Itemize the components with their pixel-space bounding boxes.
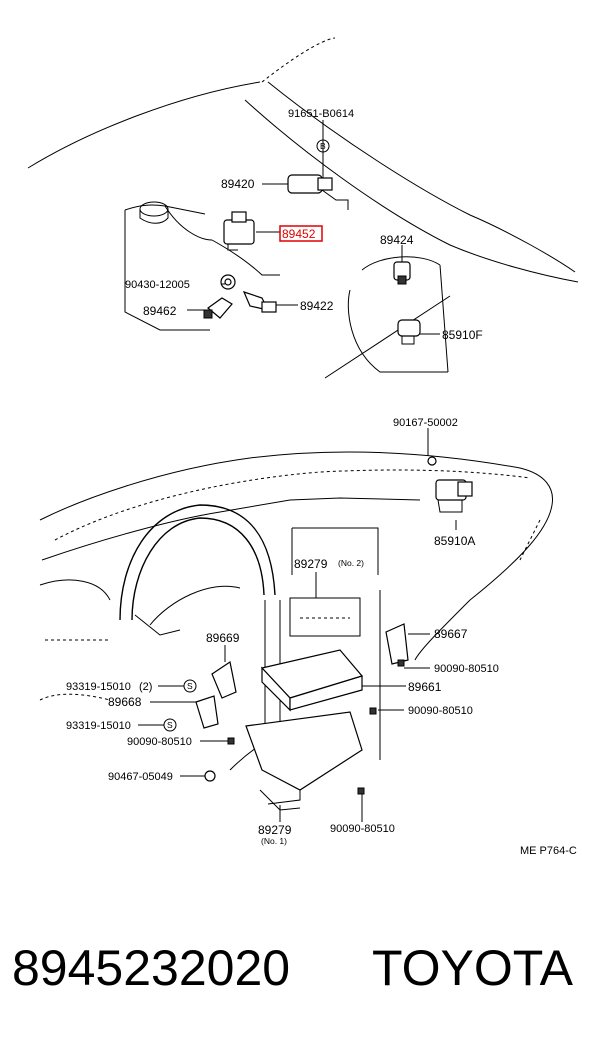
label-89424: 89424 xyxy=(380,233,414,247)
label-85910a: 85910A xyxy=(434,534,475,548)
s-marker-b: S xyxy=(167,720,173,730)
label-91651-b0614: 91651-B0614 xyxy=(288,108,354,120)
s-marker-a: S xyxy=(187,681,193,691)
label-89422: 89422 xyxy=(300,299,334,313)
label-89420: 89420 xyxy=(221,177,255,191)
label-90090-80510-b: 90090-80510 xyxy=(408,705,473,717)
highlight-box xyxy=(279,225,323,242)
label-89667: 89667 xyxy=(434,627,468,641)
footer-part-number: 8945232020 xyxy=(12,940,291,996)
footer: 8945232020 TOYOTA xyxy=(0,936,600,1006)
b-marker: B xyxy=(320,141,326,151)
label-89279-no1: 89279 xyxy=(258,823,292,837)
label-90090-80510-a: 90090-80510 xyxy=(434,663,499,675)
label-89462: 89462 xyxy=(143,304,177,318)
part-labels: 91651-B0614 B 89420 89452 89424 90430-12… xyxy=(66,108,577,857)
label-93319-15010-a: 93319-15010 xyxy=(66,681,131,693)
label-90090-80510-c: 90090-80510 xyxy=(127,736,192,748)
label-89279-no1-note: (No. 1) xyxy=(261,836,287,846)
dashboard-section xyxy=(39,139,554,822)
figure-code: ME P764-C xyxy=(520,845,577,857)
label-90430-12005: 90430-12005 xyxy=(125,279,190,291)
label-89661: 89661 xyxy=(408,680,442,694)
engine-bay-section xyxy=(27,37,579,379)
label-93319-15010-a-note: (2) xyxy=(139,681,152,693)
label-89452-highlighted: 89452 xyxy=(282,227,316,241)
label-93319-15010-b: 93319-15010 xyxy=(66,720,131,732)
label-89668: 89668 xyxy=(108,695,142,709)
label-90467-05049: 90467-05049 xyxy=(108,771,173,783)
label-89279-no2-note: (No. 2) xyxy=(338,558,364,568)
label-89669: 89669 xyxy=(206,631,240,645)
label-90090-80510-d: 90090-80510 xyxy=(330,823,395,835)
label-89279-no2: 89279 xyxy=(294,557,328,571)
label-85910f: 85910F xyxy=(442,328,483,342)
footer-brand: TOYOTA xyxy=(372,940,573,996)
label-90167-50002: 90167-50002 xyxy=(393,417,458,429)
